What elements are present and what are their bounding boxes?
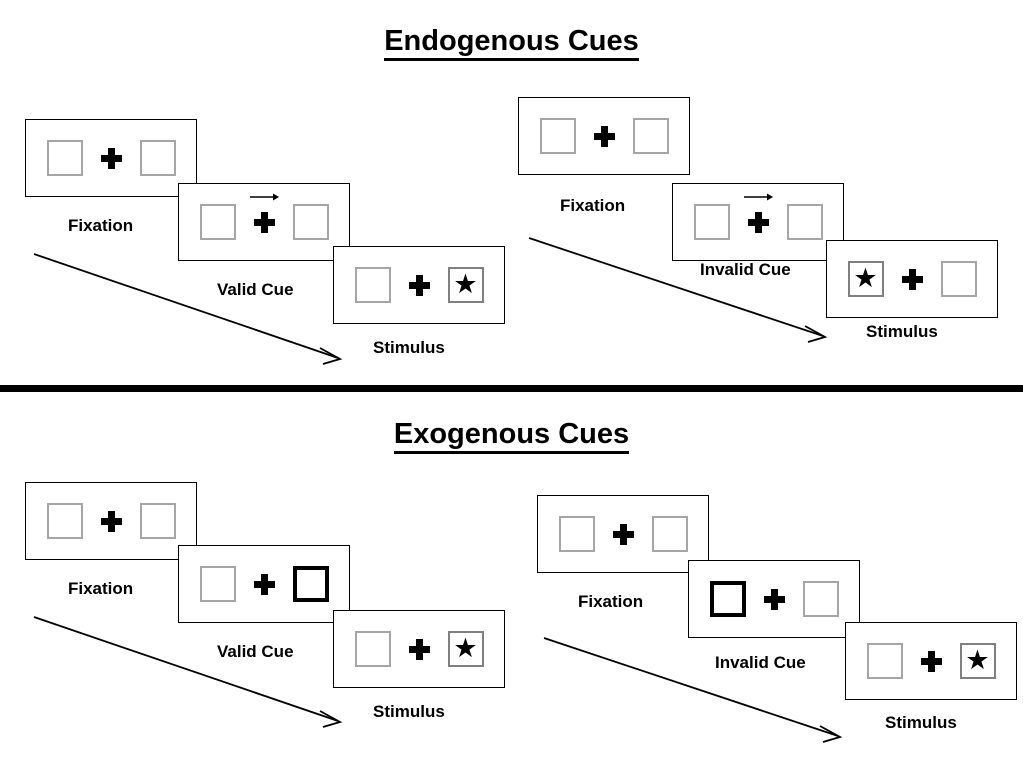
- panel-inner: [709, 581, 839, 617]
- step-label-exogenous-valid-cue: Valid Cue: [217, 642, 294, 661]
- left-box: [539, 118, 576, 154]
- left-box: [46, 503, 83, 539]
- step-label-exogenous-invalid-cue: Invalid Cue: [715, 653, 806, 672]
- panel-exogenous-invalid-stimulus[interactable]: ★: [845, 622, 1017, 700]
- step-label-exogenous-invalid-stimulus: Stimulus: [885, 713, 957, 732]
- right-box-target: ★: [447, 267, 484, 303]
- step-label-endogenous-valid-stimulus: Stimulus: [373, 338, 445, 357]
- panel-endogenous-invalid-cue[interactable]: [672, 183, 844, 261]
- right-box: [292, 204, 329, 240]
- panel-endogenous-valid-fixation[interactable]: [25, 119, 197, 197]
- fixation-cross-icon: [253, 573, 275, 595]
- step-label-endogenous-invalid-cue: Invalid Cue: [700, 260, 791, 279]
- step-label-endogenous-invalid-stimulus: Stimulus: [866, 322, 938, 341]
- right-box-target: ★: [447, 631, 484, 667]
- panel-inner: [46, 140, 176, 176]
- time-arrow-endogenous-invalid: [528, 237, 828, 343]
- left-box: [354, 267, 391, 303]
- panel-endogenous-invalid-stimulus[interactable]: ★: [826, 240, 998, 318]
- fixation-cross-icon: [901, 268, 923, 290]
- fixation-cross-icon: [744, 193, 773, 233]
- arrow-right-icon: [250, 193, 279, 200]
- section-divider: [0, 385, 1023, 392]
- fixation-cross-icon: [593, 125, 615, 147]
- panel-inner: [558, 516, 688, 552]
- panel-exogenous-valid-cue[interactable]: [178, 545, 350, 623]
- panel-endogenous-valid-stimulus[interactable]: ★: [333, 246, 505, 324]
- fixation-cross-icon: [408, 274, 430, 296]
- fixation-cross-icon: [612, 523, 634, 545]
- right-box: [940, 261, 977, 297]
- panel-endogenous-invalid-fixation[interactable]: [518, 97, 690, 175]
- time-arrow-exogenous-invalid: [543, 637, 843, 743]
- panel-inner: ★: [866, 643, 996, 679]
- panel-inner: [46, 503, 176, 539]
- step-label-endogenous-valid-cue: Valid Cue: [217, 280, 294, 299]
- left-box: [46, 140, 83, 176]
- right-box: [632, 118, 669, 154]
- fixation-cross-icon: [100, 147, 122, 169]
- star-icon: ★: [965, 644, 990, 675]
- left-box-target: ★: [847, 261, 884, 297]
- right-box: [786, 204, 823, 240]
- left-box: [354, 631, 391, 667]
- arrow-right-icon: [744, 193, 773, 200]
- panel-inner: [693, 193, 823, 240]
- star-icon: ★: [453, 268, 478, 299]
- panel-endogenous-valid-cue[interactable]: [178, 183, 350, 261]
- panel-inner: ★: [354, 267, 484, 303]
- step-label-endogenous-valid-fixation: Fixation: [68, 216, 134, 235]
- star-icon: ★: [853, 262, 878, 293]
- right-box-cued: [292, 566, 329, 602]
- step-label-exogenous-valid-fixation: Fixation: [68, 579, 134, 598]
- fixation-cross-icon: [920, 650, 942, 672]
- left-box: [558, 516, 595, 552]
- panel-exogenous-invalid-cue[interactable]: [688, 560, 860, 638]
- section-title-exogenous: Exogenous Cues: [0, 418, 1023, 454]
- fixation-cross-icon: [250, 193, 279, 233]
- step-label-exogenous-invalid-fixation: Fixation: [578, 592, 644, 611]
- panel-inner: ★: [847, 261, 977, 297]
- right-box-target: ★: [959, 643, 996, 679]
- section-title-endogenous-text: Endogenous Cues: [384, 25, 639, 61]
- fixation-cross-icon: [100, 510, 122, 532]
- panel-inner: [539, 118, 669, 154]
- panel-inner: [199, 193, 329, 240]
- star-icon: ★: [453, 632, 478, 663]
- right-box: [139, 503, 176, 539]
- left-box: [199, 566, 236, 602]
- left-box: [866, 643, 903, 679]
- fixation-cross-icon: [408, 638, 430, 660]
- left-box: [693, 204, 730, 240]
- time-arrow-endogenous-valid: [33, 253, 343, 365]
- left-box-cued: [709, 581, 746, 617]
- fixation-cross-icon: [763, 588, 785, 610]
- left-box: [199, 204, 236, 240]
- panel-exogenous-invalid-fixation[interactable]: [537, 495, 709, 573]
- section-title-exogenous-text: Exogenous Cues: [393, 418, 630, 454]
- right-box: [651, 516, 688, 552]
- panel-exogenous-valid-stimulus[interactable]: ★: [333, 610, 505, 688]
- panel-inner: ★: [354, 631, 484, 667]
- panel-inner: [199, 566, 329, 602]
- step-label-endogenous-invalid-fixation: Fixation: [560, 196, 626, 215]
- right-box: [802, 581, 839, 617]
- time-arrow-exogenous-valid: [33, 616, 343, 728]
- section-title-endogenous: Endogenous Cues: [0, 25, 1023, 61]
- right-box: [139, 140, 176, 176]
- step-label-exogenous-valid-stimulus: Stimulus: [373, 702, 445, 721]
- panel-exogenous-valid-fixation[interactable]: [25, 482, 197, 560]
